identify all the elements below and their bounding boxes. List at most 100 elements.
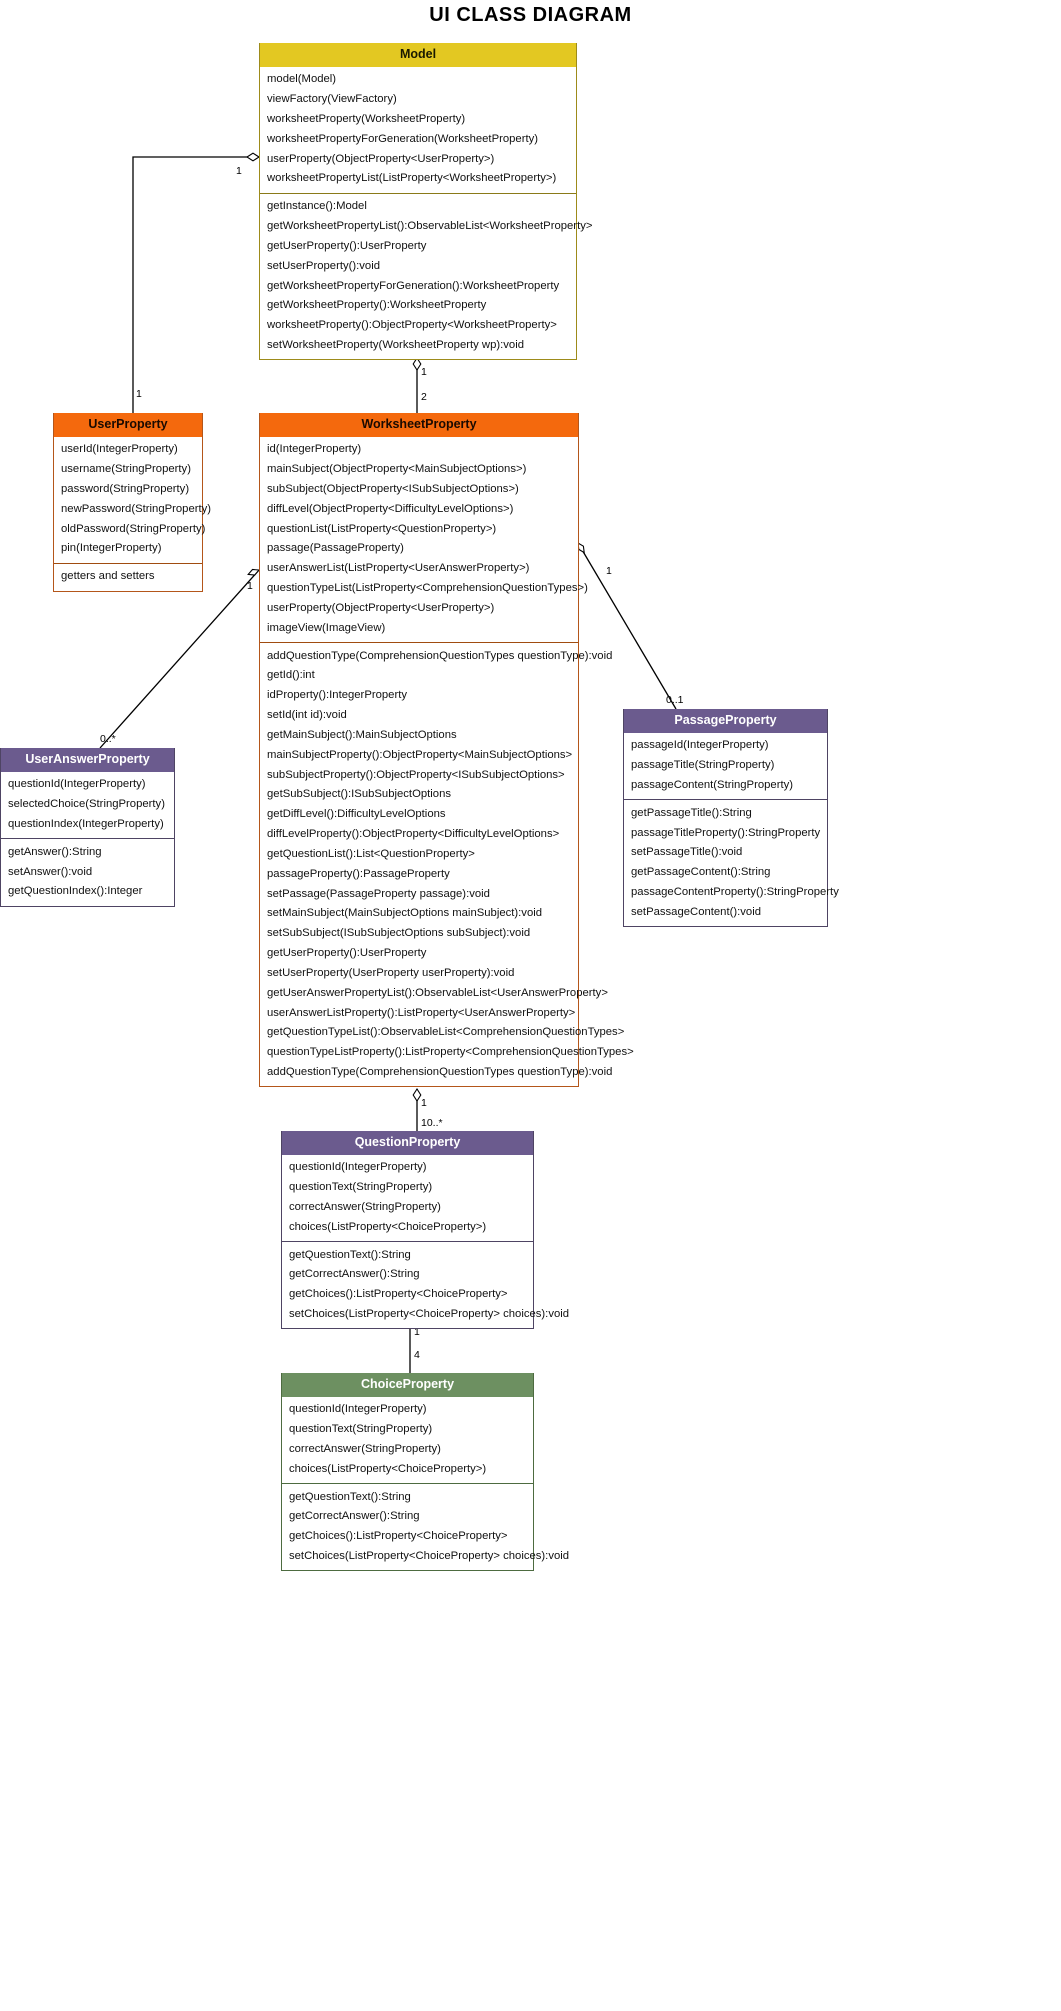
class-member-row: questionId(IntegerProperty) <box>289 1161 427 1174</box>
class-member-row: getAnswer():String <box>8 845 102 858</box>
class-box-passageproperty[interactable]: PassageProperty passageId(IntegerPropert… <box>623 709 839 928</box>
class-member-row: userId(IntegerProperty) <box>61 443 178 456</box>
class-member-row: getChoices():ListProperty<ChoiceProperty… <box>289 1288 508 1301</box>
class-member-row: choices(ListProperty<ChoiceProperty>) <box>289 1220 487 1233</box>
class-box-worksheetproperty[interactable]: WorksheetProperty id(IntegerProperty) mai… <box>259 413 634 1088</box>
class-member-row: setChoices(ListProperty<ChoiceProperty> … <box>289 1550 570 1563</box>
edge-worksheet-questionproperty <box>412 1087 422 1131</box>
class-member-row: passageTitleProperty():StringProperty <box>631 826 821 839</box>
class-member-row: correctAnswer(StringProperty) <box>289 1443 441 1455</box>
class-member-row: getCorrectAnswer():String <box>289 1510 420 1523</box>
class-member-row: questionText(StringProperty) <box>289 1181 433 1194</box>
class-member-row: getUserProperty():UserProperty <box>267 239 427 252</box>
class-methods-model: getInstance():Model getWorksheetPropertyL… <box>260 192 593 360</box>
multiplicity-worksheet-passage-source: 1 <box>606 565 612 577</box>
class-attributes-userproperty: userId(IntegerProperty) username(StringPr… <box>54 437 211 563</box>
class-member-row: worksheetProperty():ObjectProperty<Works… <box>267 319 557 332</box>
multiplicity-model-worksheet-source: 1 <box>421 366 427 378</box>
class-methods-worksheetproperty: addQuestionType(ComprehensionQuestionTyp… <box>260 642 634 1086</box>
class-box-model[interactable]: Model model(Model)viewFactory(ViewFactor… <box>259 43 593 361</box>
class-member-row: questionId(IntegerProperty) <box>289 1403 427 1416</box>
class-member-row: getWorksheetPropertyList():ObservableLis… <box>267 220 593 233</box>
class-name-passageproperty: PassageProperty <box>624 709 827 733</box>
class-box-choiceproperty[interactable]: ChoiceProperty questionId(IntegerPropert… <box>281 1373 570 1572</box>
class-member-row: addQuestionType(ComprehensionQuestionTyp… <box>267 1066 613 1079</box>
class-name-worksheetproperty: WorksheetProperty <box>260 413 578 437</box>
class-attributes-worksheetproperty: id(IntegerProperty) mainSubject(ObjectPro… <box>260 437 588 642</box>
page-title: UI CLASS DIAGRAM <box>429 4 632 26</box>
class-member-row: mainSubjectProperty():ObjectProperty<Mai… <box>267 748 573 761</box>
class-member-row: getQuestionText():String <box>289 1248 411 1261</box>
class-member-row: idProperty():IntegerProperty <box>267 689 408 702</box>
class-member-row: viewFactory(ViewFactory) <box>267 93 397 106</box>
class-member-row: correctAnswer(StringProperty) <box>289 1201 441 1213</box>
class-box-useranswerproperty[interactable]: UserAnswerProperty questionId(IntegerPro… <box>0 748 175 907</box>
class-member-row: setMainSubject(MainSubjectOptions mainSu… <box>267 907 543 920</box>
class-member-row: getWorksheetProperty():WorksheetProperty <box>267 299 487 312</box>
multiplicity-worksheet-useranswer-source: 1 <box>247 580 253 592</box>
class-attributes-passageproperty: passageId(IntegerProperty)passageTitle(S… <box>624 733 827 799</box>
class-member-row: setPassageTitle():void <box>631 846 743 859</box>
class-name-userproperty: UserProperty <box>54 413 202 437</box>
class-methods-passageproperty: getPassageTitle():String passageTitleProp… <box>624 799 839 926</box>
class-member-row: pin(IntegerProperty) <box>61 542 162 555</box>
class-member-row: passageContentProperty():StringProperty <box>631 886 839 899</box>
class-member-row: getQuestionText():String <box>289 1490 411 1503</box>
class-member-row: getDiffLevel():DifficultyLevelOptions <box>267 808 446 821</box>
class-member-row: setUserProperty():void <box>267 259 381 272</box>
class-member-row: password(StringProperty) <box>61 483 190 495</box>
class-member-row: model(Model) <box>267 73 337 86</box>
class-member-row: diffLevel(ObjectProperty<DifficultyLevel… <box>267 502 514 515</box>
class-member-row: id(IntegerProperty) <box>267 443 362 456</box>
multiplicity-worksheet-question-target: 10..* <box>421 1117 443 1129</box>
class-member-row: questionList(ListProperty<QuestionProper… <box>267 522 497 535</box>
class-member-row: getSubSubject():ISubSubjectOptions <box>267 788 451 801</box>
class-methods-userproperty: getters and setters <box>54 562 202 591</box>
class-member-row: worksheetPropertyForGeneration(Worksheet… <box>267 132 539 145</box>
class-member-row: passage(PassageProperty) <box>267 542 404 555</box>
class-member-row: username(StringProperty) <box>61 463 191 476</box>
multiplicity-worksheet-useranswer-target: 0..* <box>100 733 116 745</box>
multiplicity-worksheet-question-source: 1 <box>421 1097 427 1109</box>
multiplicity-worksheet-passage-target: 0..1 <box>666 694 684 706</box>
multiplicity-model-worksheet-target: 2 <box>421 391 427 403</box>
class-member-row: imageView(ImageView) <box>267 621 386 634</box>
class-member-row: getQuestionTypeList():ObservableList<Com… <box>267 1026 625 1039</box>
class-member-row: passageContent(StringProperty) <box>631 779 794 791</box>
edge-worksheet-useranswerproperty <box>99 568 261 749</box>
class-member-row: worksheetPropertyList(ListProperty<Works… <box>267 172 557 185</box>
class-member-row: diffLevelProperty():ObjectProperty<Diffi… <box>267 828 560 841</box>
class-member-row: oldPassword(StringProperty) <box>61 522 206 535</box>
class-attributes-questionproperty: questionId(IntegerProperty) questionText(… <box>282 1155 533 1241</box>
class-box-questionproperty[interactable]: QuestionProperty questionId(IntegerPrope… <box>281 1131 569 1330</box>
class-member-row: userAnswerListProperty():ListProperty<Us… <box>267 1006 576 1019</box>
class-member-row: userProperty(ObjectProperty<UserProperty… <box>267 601 495 614</box>
class-member-row: userAnswerList(ListProperty<UserAnswerPr… <box>267 562 530 575</box>
class-member-row: questionTypeListProperty():ListProperty<… <box>267 1046 634 1059</box>
class-attributes-model: model(Model) viewFactory(ViewFactory) work… <box>260 67 576 193</box>
class-member-row: getChoices():ListProperty<ChoiceProperty… <box>289 1530 508 1543</box>
class-member-row: setAnswer():void <box>8 865 93 878</box>
class-member-row: getInstance():Model <box>267 200 367 213</box>
class-member-row: worksheetProperty(WorksheetProperty) <box>267 113 466 125</box>
class-member-row: setWorksheetProperty(WorksheetProperty w… <box>267 339 524 352</box>
class-member-row: questionTypeList(ListProperty<Comprehens… <box>267 582 588 595</box>
edge-worksheet-passageproperty <box>577 541 677 710</box>
class-member-row: userProperty(ObjectProperty<UserProperty… <box>267 152 495 165</box>
class-name-useranswerproperty: UserAnswerProperty <box>1 748 174 772</box>
edge-model-worksheetproperty <box>412 356 422 413</box>
class-box-userproperty[interactable]: UserProperty userId(IntegerProperty)user… <box>53 413 211 592</box>
class-member-row: setPassage(PassageProperty passage):void <box>267 887 490 900</box>
class-member-row: subSubject(ObjectProperty<ISubSubjectOpt… <box>267 483 519 495</box>
class-member-row: getWorksheetPropertyForGeneration():Work… <box>267 279 560 292</box>
class-member-row: getId():int <box>267 669 315 682</box>
class-member-row: mainSubject(ObjectProperty<MainSubjectOp… <box>267 463 527 476</box>
class-member-row: questionIndex(IntegerProperty) <box>8 818 164 830</box>
class-member-row: getPassageContent():String <box>631 866 771 879</box>
class-methods-choiceproperty: getQuestionText():String getCorrectAnswer… <box>282 1483 570 1570</box>
class-member-row: questionText(StringProperty) <box>289 1423 433 1436</box>
edge-model-userproperty <box>132 152 261 413</box>
class-member-row: getPassageTitle():String <box>631 806 752 819</box>
